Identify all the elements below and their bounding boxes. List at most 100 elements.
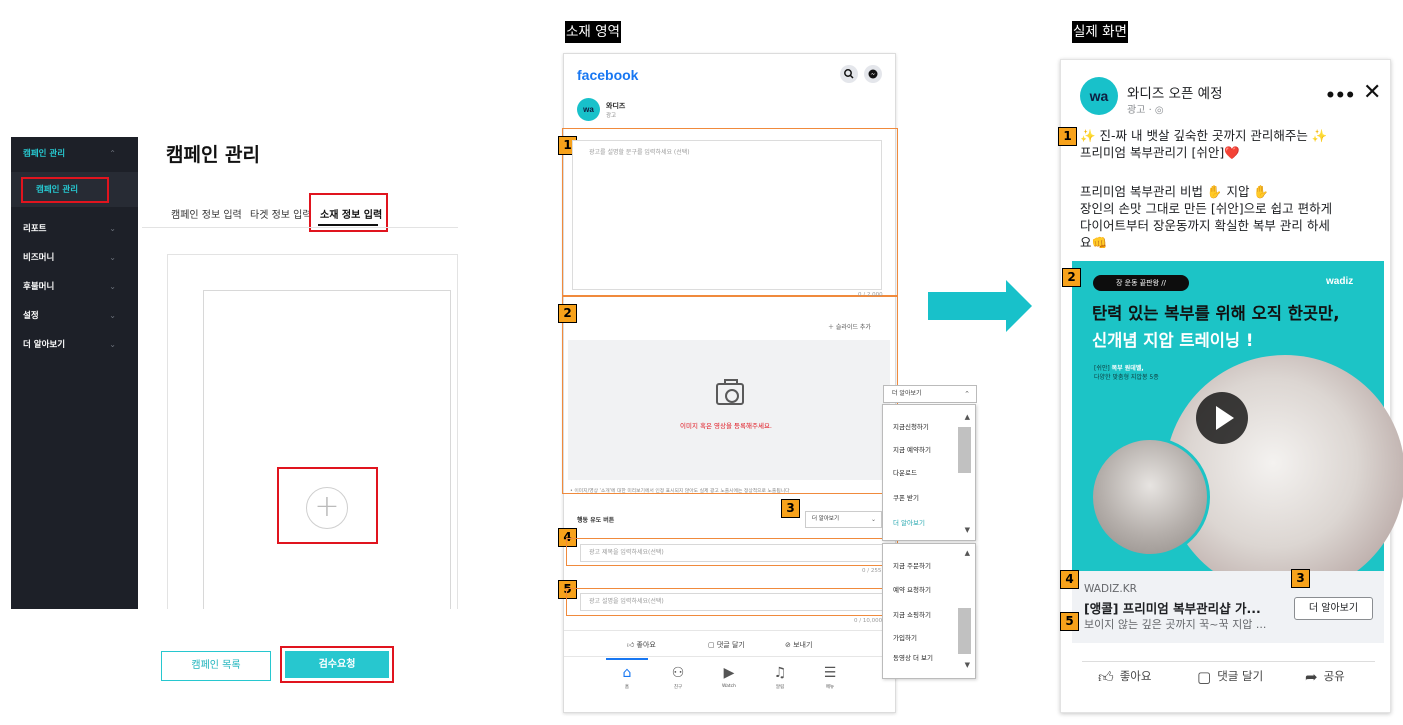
dropdown-selected-value: 더 알아보기 — [892, 390, 922, 397]
friends-icon[interactable]: ⚇ — [671, 665, 685, 681]
cta-option[interactable]: 다운로드 — [893, 469, 917, 477]
bell-icon[interactable]: ♫ — [773, 665, 787, 681]
share-button[interactable]: ➦공유 — [1305, 668, 1345, 686]
chevron-down-icon: ⌄ — [109, 340, 116, 349]
sidebar: 캠페인 관리 ⌃ 캠페인 관리 리포트 ⌄ 비즈머니 ⌄ 후불머니 ⌄ 설정 ⌄… — [11, 137, 138, 609]
like-label: 좋아요 — [1119, 669, 1152, 683]
ad-image-headline: 탄력 있는 복부를 위해 오직 한곳만, — [1092, 304, 1340, 323]
cta-option[interactable]: 동영상 더 보기 — [893, 654, 934, 662]
cta-option[interactable]: 쿠폰 받기 — [893, 494, 919, 502]
tab-target-info[interactable]: 타겟 정보 입력 — [250, 210, 312, 221]
sidebar-item-label: 캠페인 관리 — [23, 149, 66, 159]
campaign-list-button[interactable]: 캠페인 목록 — [161, 651, 271, 681]
badge-5: 5 — [1060, 612, 1079, 631]
like-button[interactable]: 👍︎좋아요 — [1098, 668, 1151, 687]
learn-more-button[interactable]: 더 알아보기 — [1294, 597, 1373, 620]
badge-5: 5 — [558, 580, 577, 599]
send-button[interactable]: ⊘ 보내기 — [785, 640, 812, 650]
wadiz-logo: wadiz — [1326, 276, 1354, 287]
scroll-down-icon[interactable]: ▼ — [964, 661, 970, 669]
divider — [564, 630, 895, 631]
facebook-logo: facebook — [577, 67, 639, 83]
section-header-creative: 소재 영역 — [565, 21, 621, 43]
cta-select[interactable]: 더 알아보기 ⌄ — [805, 511, 882, 528]
sidebar-subnav: 캠페인 관리 — [11, 172, 138, 207]
sidebar-item-settings[interactable]: 설정 ⌄ — [11, 302, 138, 330]
cta-option[interactable]: 예약 요청하기 — [893, 586, 931, 594]
chevron-down-icon: ⌄ — [109, 282, 116, 291]
cta-option[interactable]: 지금 주문하기 — [893, 562, 931, 570]
scroll-down-icon[interactable]: ▼ — [964, 526, 970, 534]
cta-option[interactable]: 지금신청하기 — [893, 423, 929, 431]
upload-message: 이미지 혹은 영상을 등록해주세요. — [680, 422, 772, 430]
char-count: 0 / 2,000 — [858, 292, 883, 298]
search-icon[interactable] — [840, 65, 858, 83]
divider — [564, 656, 895, 657]
request-review-button[interactable]: 검수요청 — [285, 651, 389, 678]
avatar[interactable]: wa — [1080, 77, 1118, 115]
comment-button[interactable]: ▢댓글 달기 — [1197, 668, 1263, 686]
sidebar-subitem-campaign[interactable]: 캠페인 관리 — [21, 177, 109, 203]
page-name: 와디즈 — [606, 102, 626, 110]
sidebar-item-learn-more[interactable]: 더 알아보기 ⌄ — [11, 331, 138, 359]
sidebar-item-label: 더 알아보기 — [23, 340, 66, 350]
cta-option[interactable]: 지금 쇼핑하기 — [893, 611, 931, 619]
comment-icon: ▢ — [1197, 668, 1212, 686]
add-slide-button[interactable]: ＋ 슬라이드 추가 — [828, 324, 871, 331]
divider — [1082, 661, 1375, 662]
sidebar-item-postpaid[interactable]: 후불머니 ⌄ — [11, 273, 138, 301]
highlight-box — [309, 193, 388, 232]
like-button[interactable]: 👍︎ 좋아요 — [627, 640, 656, 650]
cta-option[interactable]: 가입하기 — [893, 634, 917, 642]
scrollbar-thumb[interactable] — [958, 427, 971, 473]
cta-option-selected[interactable]: 더 알아보기 — [893, 519, 925, 527]
play-icon[interactable] — [1196, 392, 1248, 444]
sponsored-label: 광고 · ◎ — [1127, 105, 1164, 116]
add-creative-button[interactable]: + — [306, 487, 348, 529]
scroll-up-icon[interactable]: ▲ — [964, 413, 970, 421]
sidebar-item-report[interactable]: 리포트 ⌄ — [11, 215, 138, 243]
cta-options-list-2: 지금 주문하기 예약 요청하기 지금 쇼핑하기 가입하기 동영상 더 보기 ▲ … — [882, 543, 976, 679]
more-options-icon[interactable]: ••• — [1325, 86, 1356, 106]
caption-bold: 복부 원데벨, — [1111, 365, 1144, 372]
ad-image-caption: [쉬안] 복부 원데벨, — [1094, 363, 1144, 372]
messenger-icon[interactable] — [864, 65, 882, 83]
badge-3: 3 — [781, 499, 800, 518]
scrollbar-thumb[interactable] — [958, 608, 971, 654]
notice-text: • 이미지/영상 '소개'에 대한 미리보기에서 인정 표시되지 않아도 실제 … — [570, 489, 790, 494]
section-box-1 — [562, 128, 898, 296]
close-icon[interactable]: ✕ — [1363, 80, 1382, 105]
comment-icon: ▢ — [708, 641, 717, 649]
media-upload-area[interactable] — [568, 340, 890, 480]
comment-button[interactable]: ▢ 댓글 달기 — [708, 640, 745, 650]
cta-option[interactable]: 지금 예약하기 — [893, 446, 931, 454]
chevron-up-icon: ⌃ — [964, 390, 970, 398]
ad-body-line: 프리미엄 복부관리기 [쉬안]❤️ — [1080, 145, 1240, 160]
watch-icon[interactable]: ▶ — [723, 665, 735, 681]
headline-input[interactable]: 광고 제목을 입력하세요(선택) — [580, 544, 885, 562]
sidebar-item-label: 후불머니 — [23, 282, 55, 292]
badge-4: 4 — [558, 528, 577, 547]
cta-dropdown-select[interactable]: 더 알아보기 ⌃ — [883, 385, 977, 403]
scroll-up-icon[interactable]: ▲ — [964, 549, 970, 557]
description-input[interactable]: 광고 설명을 입력하세요(선택) — [580, 593, 885, 611]
sidebar-item-label: 설정 — [23, 311, 39, 321]
sidebar-item-campaign[interactable]: 캠페인 관리 ⌃ — [11, 140, 138, 168]
tab-campaign-info[interactable]: 캠페인 정보 입력 — [171, 210, 242, 221]
ad-text-input[interactable] — [572, 140, 882, 290]
ad-headline: [앵콜] 프리미엄 복부관리샵 가... — [1084, 601, 1261, 616]
menu-icon[interactable]: ☰ — [823, 665, 837, 681]
arrow-right-icon — [928, 280, 1032, 332]
badge-4: 4 — [1060, 570, 1079, 589]
badge-1: 1 — [1058, 127, 1077, 146]
sidebar-item-label: 리포트 — [23, 224, 47, 234]
ad-body-line: 프리미엄 복부관리 비법 ✋ 지압 ✋ — [1080, 184, 1269, 199]
cta-options-list-1: 지금신청하기 지금 예약하기 다운로드 쿠폰 받기 더 알아보기 ▲ ▼ — [882, 404, 976, 541]
sidebar-item-bizmoney[interactable]: 비즈머니 ⌄ — [11, 244, 138, 272]
active-nav-indicator — [606, 658, 648, 660]
page-name[interactable]: 와디즈 오픈 예정 — [1127, 86, 1223, 102]
nav-label-watch: Watch — [721, 684, 736, 689]
ad-image-caption: 다양한 맞춤형 지압봉 5종 — [1094, 374, 1159, 381]
tab-creative-info[interactable]: 소재 정보 입력 — [320, 210, 383, 221]
home-icon[interactable]: ⌂ — [622, 665, 632, 681]
